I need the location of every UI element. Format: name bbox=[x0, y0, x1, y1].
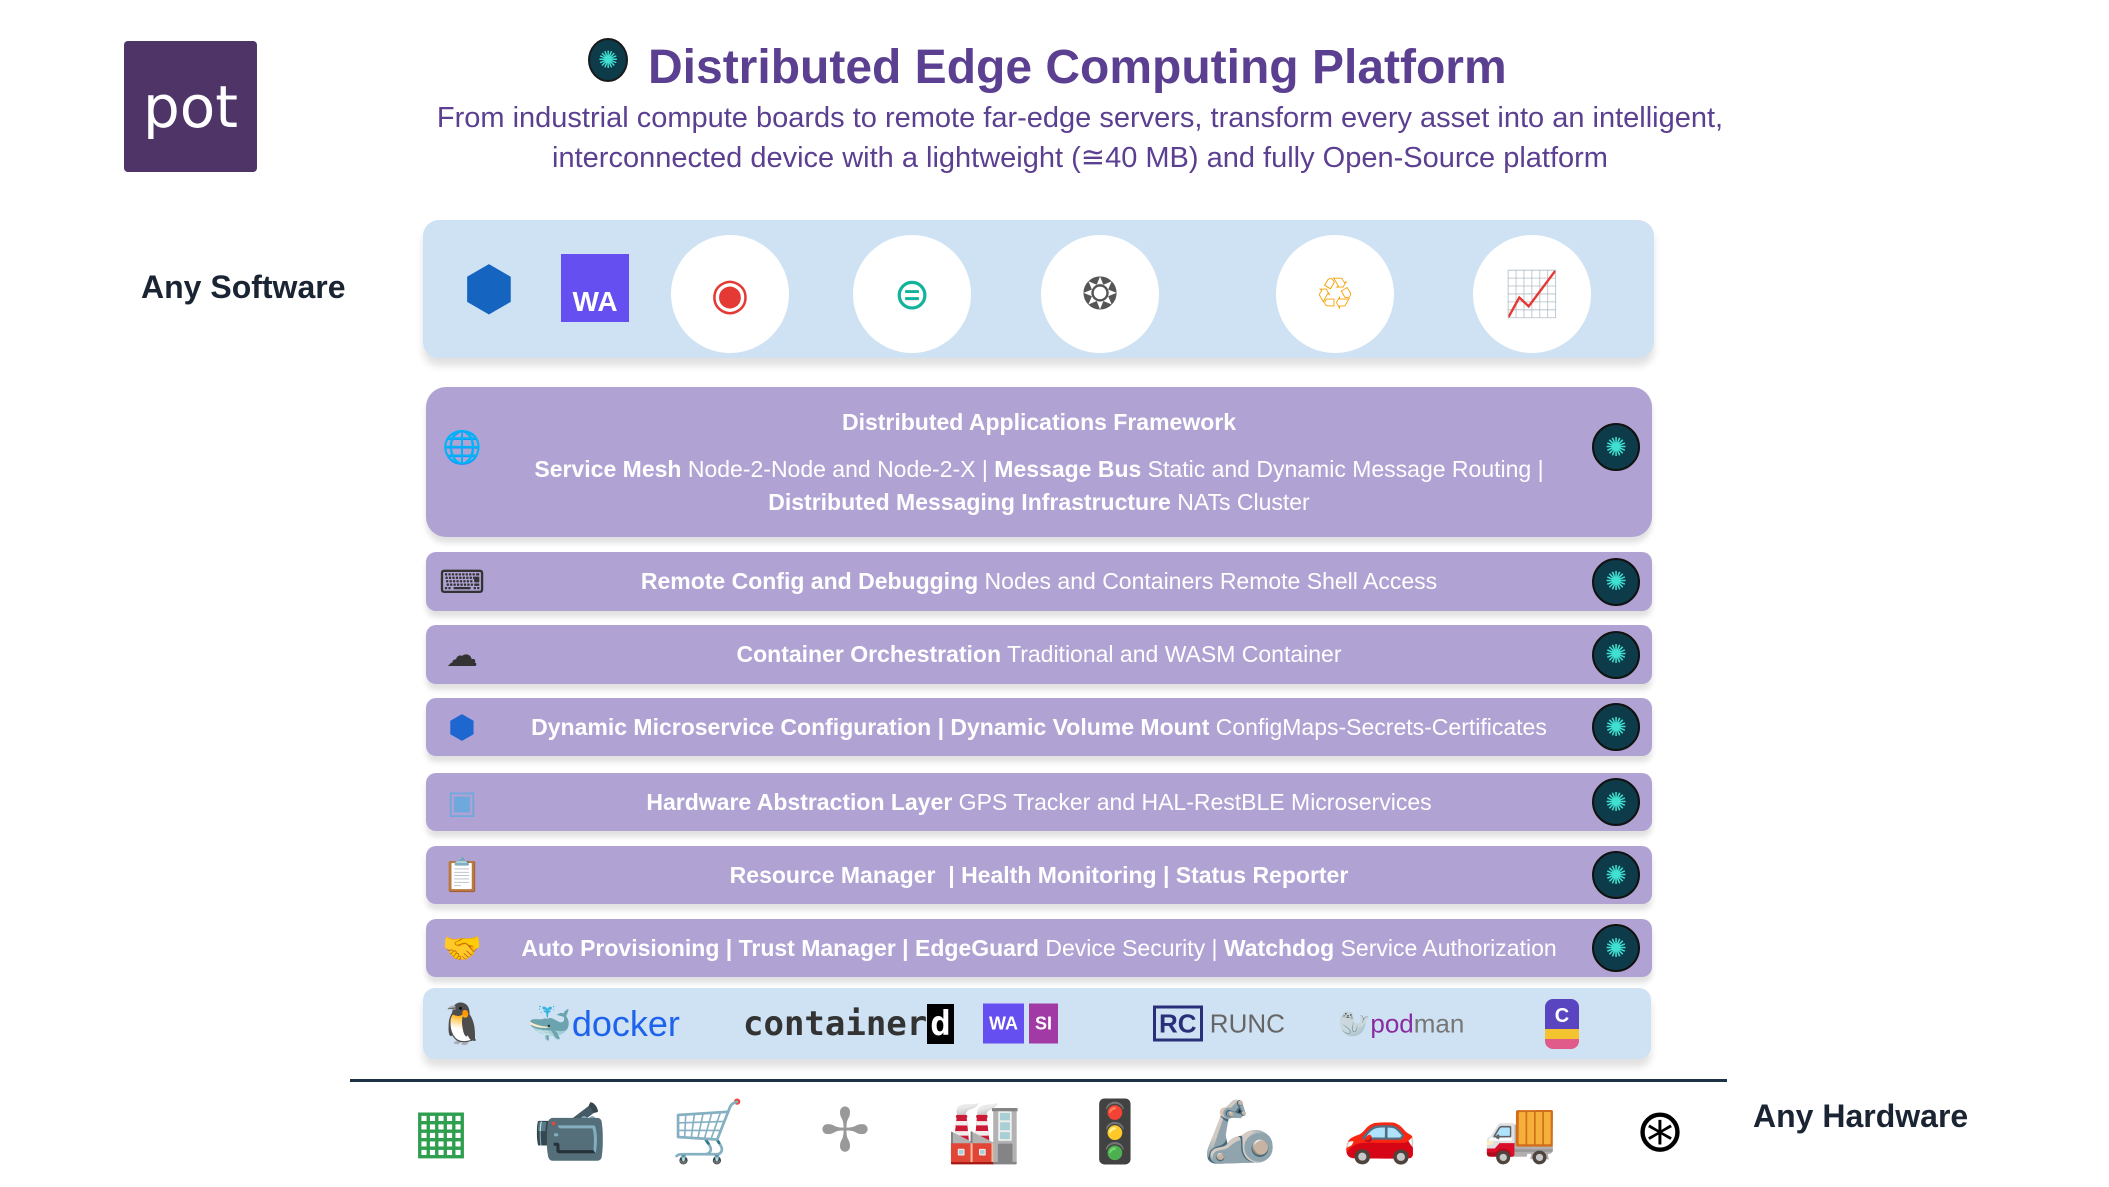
row-desc-2: Service Authorization bbox=[1334, 934, 1557, 961]
service-mesh: Service Mesh bbox=[534, 455, 682, 482]
row-label: Resource Manager | Health Monitoring | S… bbox=[729, 861, 1349, 888]
distributed-applications-framework: 🌐 ✺ Distributed Applications Framework S… bbox=[426, 387, 1652, 537]
messaging-infra: Distributed Messaging Infrastructure bbox=[768, 488, 1171, 515]
whale-icon: 🐳 bbox=[527, 1002, 572, 1044]
row-desc: Device Security | bbox=[1038, 934, 1224, 961]
traffic-light-icon: 🚦 bbox=[1077, 1097, 1153, 1165]
runtime-band: 🐧 🐳docker containerd WA SI RC RUNC 🦭podm… bbox=[423, 988, 1651, 1059]
row-desc: Traditional and WASM Container bbox=[1001, 641, 1342, 667]
row-auto-provisioning: 🤝 Auto Provisioning | Trust Manager | Edg… bbox=[426, 919, 1652, 977]
subtitle-line-1: From industrial compute boards to remote… bbox=[436, 102, 1724, 134]
gpu-icon: ⊛ bbox=[1634, 1097, 1686, 1164]
cube-cluster-icon: ⬢ bbox=[462, 255, 516, 322]
chip-icon: ▣ bbox=[446, 784, 478, 820]
row-label: Hardware Abstraction Layer bbox=[646, 788, 953, 815]
row-desc: ConfigMaps-Secrets-Certificates bbox=[1209, 713, 1547, 740]
pot-logo: pot bbox=[124, 41, 257, 172]
robot-arm-icon: 🦾 bbox=[1202, 1097, 1278, 1165]
containerd-logo: containerd bbox=[743, 1003, 954, 1044]
docker-text: docker bbox=[571, 1002, 680, 1044]
crun-logo: C bbox=[1545, 998, 1579, 1049]
containerd-d: d bbox=[927, 1003, 954, 1044]
subtitle-line-2: interconnected device with a lightweight… bbox=[552, 142, 1608, 174]
software-band: ⬢ WA ◉ ⊜ ❂ ♲ 📈 bbox=[423, 220, 1654, 358]
handshake-icon: 🤝 bbox=[442, 930, 482, 966]
truck-icon: 🚚 bbox=[1482, 1097, 1558, 1165]
docker-logo: 🐳docker bbox=[527, 1003, 680, 1045]
chat-search-icon: ⊜ bbox=[853, 235, 971, 353]
si-badge: SI bbox=[1029, 1003, 1059, 1043]
wa-badge: WA bbox=[983, 1003, 1024, 1043]
row-label: Auto Provisioning | Trust Manager | Edge… bbox=[521, 934, 1039, 961]
framework-title: Distributed Applications Framework bbox=[841, 408, 1237, 435]
secret-hexagon-icon: ⬢ bbox=[448, 709, 476, 745]
wasi-logo: WA SI bbox=[983, 1003, 1059, 1043]
wind-turbine-icon: ✢ bbox=[819, 1097, 871, 1164]
seal-icon: 🦭 bbox=[1338, 1008, 1371, 1038]
checklist-icon: 📋 bbox=[442, 857, 482, 893]
security-camera-icon: 📹 bbox=[532, 1097, 608, 1165]
jellyfish-icon: ✺ bbox=[1592, 851, 1640, 899]
factory-conveyor-icon: 🏭 bbox=[946, 1097, 1022, 1165]
pod-text: pod bbox=[1370, 1008, 1414, 1038]
containerd-text: container bbox=[743, 1003, 928, 1044]
row-remote-config: ⌨ Remote Config and Debugging Nodes and C… bbox=[426, 552, 1652, 611]
brain-icon: ❂ bbox=[1041, 235, 1159, 353]
jellyfish-icon: ✺ bbox=[1592, 778, 1640, 826]
messaging-infra-desc: NATs Cluster bbox=[1170, 488, 1310, 515]
jellyfish-icon: ✺ bbox=[1592, 557, 1640, 606]
row-hal: ▣ Hardware Abstraction Layer GPS Tracker … bbox=[426, 773, 1652, 831]
webassembly-icon: WA bbox=[561, 254, 629, 322]
row-desc: Nodes and Containers Remote Shell Access bbox=[978, 568, 1438, 594]
cloud-gear-icon: ☁ bbox=[446, 636, 478, 673]
message-bus-desc: Static and Dynamic Message Routing | bbox=[1141, 455, 1544, 482]
line-chart-icon: 📈 bbox=[1473, 235, 1591, 353]
crun-text: C bbox=[1554, 1004, 1570, 1027]
row-container-orchestration: ☁ Container Orchestration Traditional and… bbox=[426, 625, 1652, 684]
row-label: Dynamic Microservice Configuration | Dyn… bbox=[531, 713, 1210, 740]
page-title: Distributed Edge Computing Platform bbox=[648, 41, 1507, 94]
jellyfish-icon: ✺ bbox=[1592, 703, 1640, 751]
runc-logo: RC RUNC bbox=[1153, 1005, 1285, 1041]
circuit-board-icon: ▦ bbox=[412, 1097, 470, 1164]
runc-text: RUNC bbox=[1209, 1008, 1285, 1038]
row-label: Container Orchestration bbox=[736, 641, 1002, 667]
globe-gear-icon: 🌐 bbox=[442, 429, 482, 465]
jellyfish-icon: ✺ bbox=[588, 38, 628, 82]
service-mesh-desc: Node-2-Node and Node-2-X | bbox=[681, 455, 995, 482]
row-dynamic-config: ⬢ Dynamic Microservice Configuration | Dy… bbox=[426, 698, 1652, 756]
divider-line bbox=[350, 1079, 1727, 1082]
any-hardware-label: Any Hardware bbox=[1753, 1098, 1969, 1134]
row-label: Remote Config and Debugging bbox=[640, 568, 979, 594]
row-label-2: Watchdog bbox=[1223, 934, 1335, 961]
cycle-icon: ♲ bbox=[1276, 235, 1394, 353]
jellyfish-icon: ✺ bbox=[1592, 924, 1640, 972]
eye-target-icon: ◉ bbox=[671, 235, 789, 353]
any-software-label: Any Software bbox=[141, 269, 346, 305]
man-text: man bbox=[1413, 1008, 1465, 1038]
terminal-icon: ⌨ bbox=[438, 563, 486, 600]
wa-label: WA bbox=[572, 286, 618, 317]
message-bus: Message Bus bbox=[994, 455, 1142, 482]
car-icon: 🚗 bbox=[1342, 1097, 1418, 1165]
row-desc: GPS Tracker and HAL-RestBLE Microservice… bbox=[952, 788, 1432, 815]
podman-logo: 🦭podman bbox=[1338, 1008, 1464, 1039]
jellyfish-icon: ✺ bbox=[1592, 423, 1640, 471]
runc-badge: RC bbox=[1153, 1005, 1203, 1041]
linux-penguin-icon: 🐧 bbox=[437, 1002, 487, 1046]
row-resource-manager: 📋 Resource Manager | Health Monitoring | … bbox=[426, 846, 1652, 904]
robot-cart-icon: 🛒 bbox=[670, 1097, 746, 1165]
jellyfish-icon: ✺ bbox=[1592, 630, 1640, 679]
